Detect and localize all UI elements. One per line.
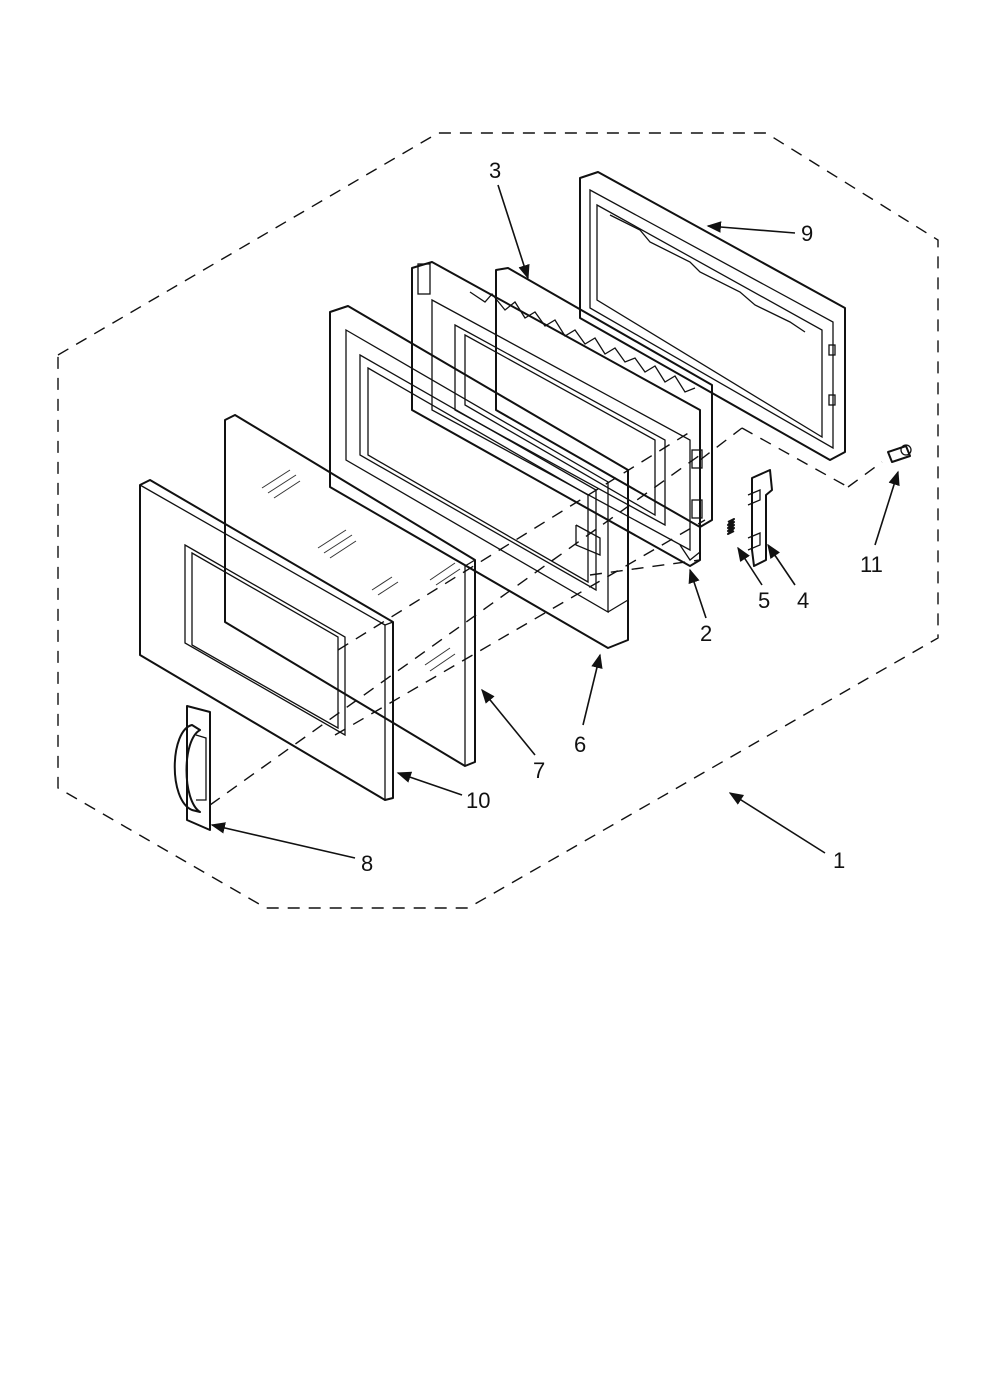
part-2-inner-door-panel: [411, 261, 703, 567]
callout-3: 3: [489, 158, 501, 183]
part-8-handle: [173, 705, 211, 831]
assembly-guides: [209, 427, 883, 806]
callout-1: 1: [833, 848, 845, 873]
part-5-spring: [727, 518, 735, 535]
callout-6: 6: [574, 732, 586, 757]
assembly-boundary: [57, 132, 939, 909]
callout-7: 7: [533, 758, 545, 783]
part-6-door-frame: [329, 305, 629, 649]
callout-2: 2: [700, 621, 712, 646]
part-4-latch: [747, 469, 773, 567]
part-7-glass-panel: [224, 414, 476, 767]
part-9-door-frame: [579, 171, 846, 461]
callout-8: 8: [361, 851, 373, 876]
callout-9: 9: [801, 221, 813, 246]
part-10-outer-door-panel: [139, 479, 394, 801]
callout-4: 4: [797, 588, 809, 613]
callout-11: 11: [860, 552, 883, 577]
leader-lines: [210, 184, 900, 859]
callout-5: 5: [758, 588, 770, 613]
part-11-screw: [887, 444, 912, 463]
callout-10: 10: [466, 788, 490, 813]
part-3-choke-plate: [469, 267, 713, 528]
callout-labels: 3 9 11 4 5 2 6 7 10 8 1: [361, 158, 883, 876]
